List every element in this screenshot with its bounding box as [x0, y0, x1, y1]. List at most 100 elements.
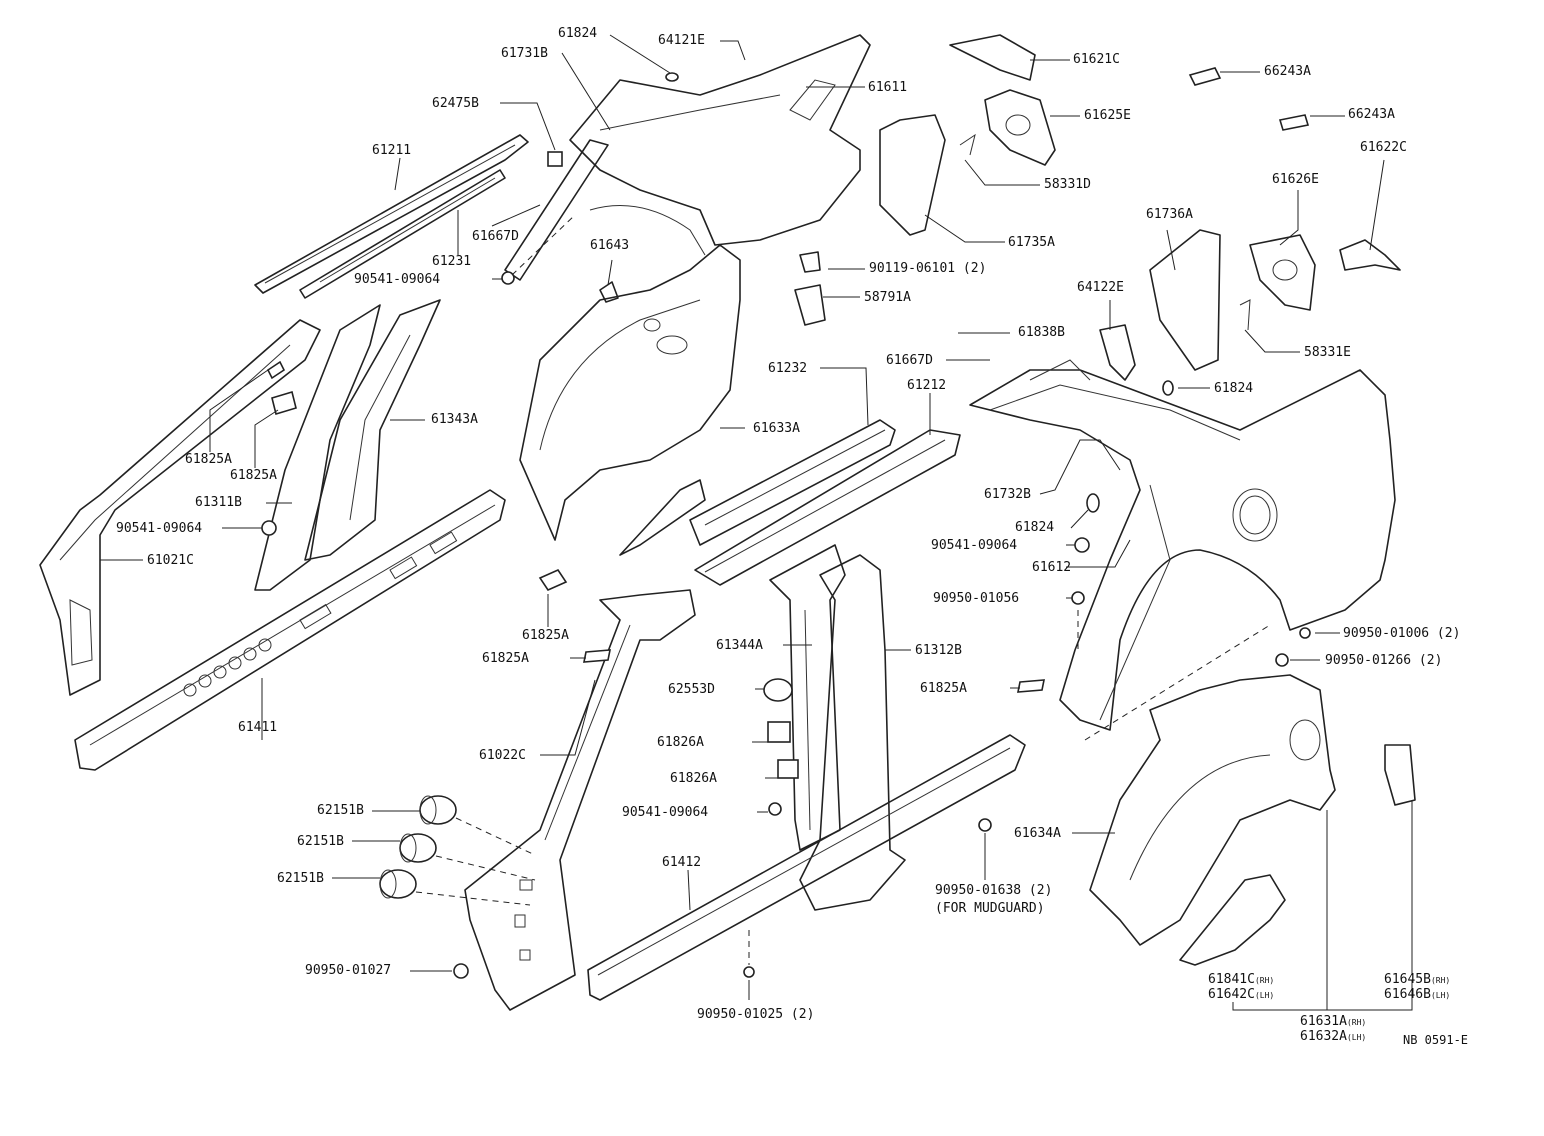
- label-61646b-side: (LH): [1430, 991, 1451, 1000]
- label-61611: 61611: [868, 80, 908, 95]
- part-rear-brackets: [794, 34, 1401, 381]
- label-62151b-bottom: 62151B: [277, 871, 324, 886]
- label-61645b-number: 61645B: [1384, 972, 1431, 987]
- label-58791a: 58791A: [864, 290, 911, 305]
- label-61667d-right: 61667D: [886, 353, 933, 368]
- label-61841c-side: (RH): [1254, 976, 1275, 985]
- label-61841c: 61841C(RH): [1208, 972, 1274, 988]
- label-61643: 61643: [590, 238, 630, 253]
- part-wheel-house-rear: [1089, 674, 1416, 966]
- label-61642c-side: (LH): [1254, 991, 1275, 1000]
- part-front-pillar: [39, 319, 321, 696]
- part-wheel-house-gusset: [619, 479, 706, 556]
- label-61632a-side: (LH): [1346, 1033, 1367, 1042]
- label-61826a-upper: 61826A: [657, 735, 704, 750]
- part-plugs: [379, 795, 536, 906]
- label-61645b-side: (RH): [1430, 976, 1451, 985]
- part-rocker-panel-rear: [587, 734, 1026, 1001]
- label-61343a: 61343A: [431, 412, 478, 427]
- label-61631a-side: (RH): [1346, 1018, 1367, 1027]
- label-90950-01056: 90950-01056: [933, 591, 1020, 606]
- label-61825a-left-upper: 61825A: [185, 452, 232, 467]
- label-66243a-mid: 66243A: [1348, 107, 1395, 122]
- part-plug-62553d: [763, 678, 793, 702]
- label-90541-09064-top: 90541-09064: [354, 272, 441, 287]
- label-61642c-number: 61642C: [1208, 987, 1255, 1002]
- label-61632a-number: 61632A: [1300, 1029, 1347, 1044]
- label-61732b: 61732B: [984, 487, 1031, 502]
- part-pads: [266, 151, 1045, 779]
- label-61735a: 61735A: [1008, 235, 1055, 250]
- part-fasteners: [261, 72, 1311, 979]
- label-61634a: 61634A: [1014, 826, 1061, 841]
- label-62475b: 62475B: [432, 96, 479, 111]
- part-quarter-panel-outer: [969, 359, 1396, 731]
- label-61646b: 61646B(LH): [1384, 987, 1450, 1003]
- label-62151b-top: 62151B: [317, 803, 364, 818]
- label-61344a: 61344A: [716, 638, 763, 653]
- label-61667d-left: 61667D: [472, 229, 519, 244]
- part-quarter-outer-rail: [694, 429, 961, 586]
- label-61232: 61232: [768, 361, 808, 376]
- diagram-reference: NB 0591-E: [1403, 1033, 1469, 1047]
- label-61212: 61212: [907, 378, 947, 393]
- label-61645b: 61645B(RH): [1384, 972, 1450, 988]
- label-64122e: 64122E: [1077, 280, 1124, 295]
- label-61021c: 61021C: [147, 553, 194, 568]
- label-62553d: 62553D: [668, 682, 715, 697]
- label-61312b: 61312B: [915, 643, 962, 658]
- label-for-mudguard: (FOR MUDGUARD): [935, 901, 1045, 916]
- label-61022c: 61022C: [479, 748, 526, 763]
- label-90950-01638: 90950-01638 (2): [935, 883, 1053, 898]
- label-90950-01006: 90950-01006 (2): [1343, 626, 1461, 641]
- label-58331e: 58331E: [1304, 345, 1351, 360]
- label-61838b: 61838B: [1018, 325, 1065, 340]
- label-90119-06101: 90119-06101 (2): [869, 261, 987, 276]
- label-90950-01266: 90950-01266 (2): [1325, 653, 1443, 668]
- label-61841c-number: 61841C: [1208, 972, 1255, 987]
- part-quarter-upper: [569, 34, 871, 256]
- leader-lines: [100, 34, 1413, 1011]
- label-61621c: 61621C: [1073, 52, 1120, 67]
- label-61211: 61211: [372, 143, 412, 158]
- label-61642c: 61642C(LH): [1208, 987, 1274, 1003]
- part-center-pillar-outer: [464, 589, 696, 1011]
- label-61646b-number: 61646B: [1384, 987, 1431, 1002]
- label-66243a-top: 66243A: [1264, 64, 1311, 79]
- label-64121e: 64121E: [658, 33, 705, 48]
- part-quarter-inner-rail: [689, 419, 896, 546]
- label-90541-09064-right: 90541-09064: [931, 538, 1018, 553]
- label-58331d: 58331D: [1044, 177, 1091, 192]
- label-61633a: 61633A: [753, 421, 800, 436]
- label-90950-01027: 90950-01027: [305, 963, 392, 978]
- label-61824-right: 61824: [1214, 381, 1254, 396]
- label-90541-09064-left: 90541-09064: [116, 521, 203, 536]
- label-61411: 61411: [238, 720, 278, 735]
- label-61311b: 61311B: [195, 495, 242, 510]
- label-61825a-center-lower: 61825A: [482, 651, 529, 666]
- label-90950-01025: 90950-01025 (2): [697, 1007, 815, 1022]
- label-61631a: 61631A(RH): [1300, 1014, 1366, 1030]
- label-90541-09064-center: 90541-09064: [622, 805, 709, 820]
- label-61824-top: 61824: [558, 26, 598, 41]
- label-61826a-lower: 61826A: [670, 771, 717, 786]
- label-61626e: 61626E: [1272, 172, 1319, 187]
- label-61612: 61612: [1032, 560, 1072, 575]
- part-roof-inner-rail: [299, 169, 506, 299]
- part-wheel-house-outer: [519, 244, 741, 541]
- label-61231: 61231: [432, 254, 472, 269]
- label-61625e: 61625E: [1084, 108, 1131, 123]
- label-62151b-mid: 62151B: [297, 834, 344, 849]
- label-61825a-center-upper: 61825A: [522, 628, 569, 643]
- label-61622c: 61622C: [1360, 140, 1407, 155]
- label-61825a-right: 61825A: [920, 681, 967, 696]
- label-61824-mid: 61824: [1015, 520, 1055, 535]
- part-roof-side-rail: [254, 134, 529, 294]
- label-61632a: 61632A(LH): [1300, 1029, 1366, 1045]
- label-61825a-left-lower: 61825A: [230, 468, 277, 483]
- part-rocker-panel: [74, 489, 506, 771]
- label-61736a: 61736A: [1146, 207, 1193, 222]
- label-61631a-number: 61631A: [1300, 1014, 1347, 1029]
